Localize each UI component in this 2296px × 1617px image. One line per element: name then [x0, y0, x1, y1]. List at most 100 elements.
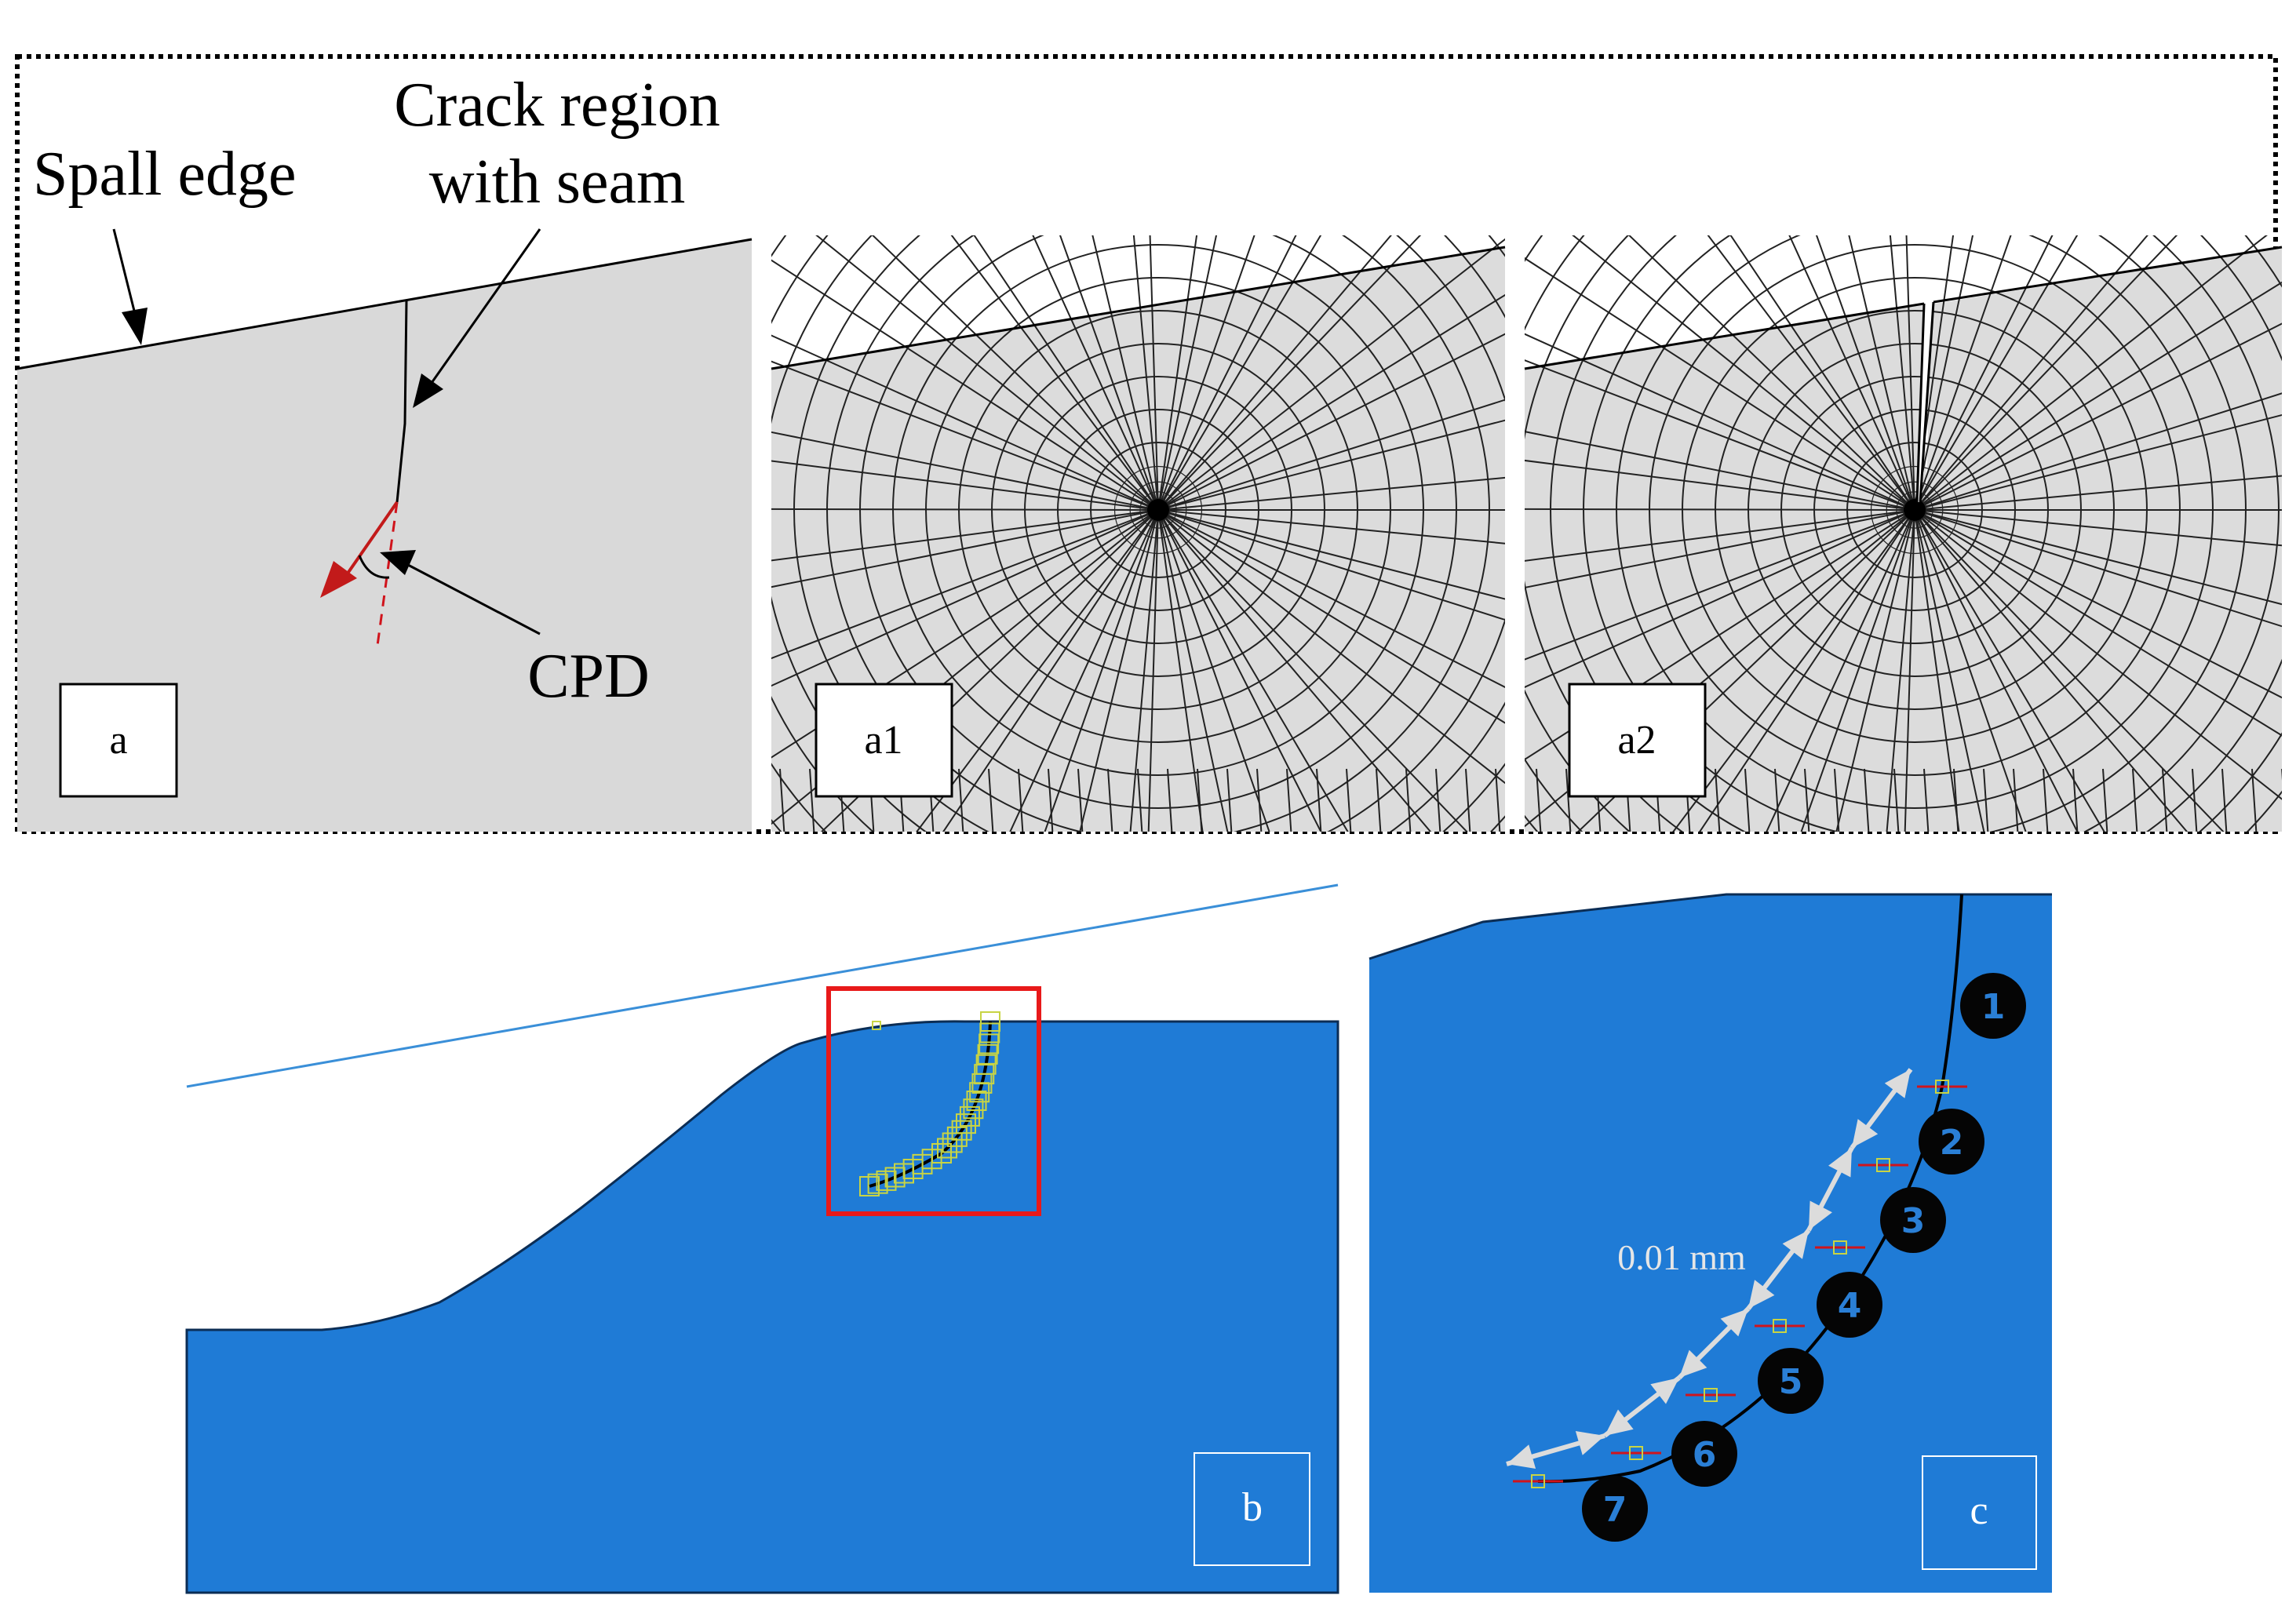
- seed-marker: [963, 1098, 984, 1120]
- panel-a2-mesh-edge: [1893, 768, 1900, 832]
- panel-a1-mesh-spoke: [1157, 509, 1322, 832]
- crack-region-label-line2: with seam: [429, 147, 686, 217]
- panel-a1-mesh-spoke: [815, 235, 1159, 511]
- panel-a2-mesh-spoke: [1905, 235, 1915, 511]
- panel-a2-mesh-spoke: [1525, 359, 1915, 511]
- panel-a1-mesh-spoke: [1157, 509, 1505, 785]
- panel-a1-mesh-spoke: [1129, 509, 1159, 832]
- panel-a1-mesh-edge: [1405, 768, 1412, 832]
- panel-a1-mesh-spoke: [1157, 509, 1204, 832]
- seed-marker: [959, 1105, 980, 1127]
- panel-a1-mesh-edge: [1256, 768, 1263, 832]
- panel-a1-mesh-spoke: [1032, 235, 1159, 511]
- panel-a2-mesh-spoke: [1627, 235, 1915, 511]
- panel-a2-mesh-spoke: [1729, 235, 1915, 511]
- crack-region-highlight-box: [826, 986, 1041, 1216]
- panel-b-tag-box: [1194, 1452, 1310, 1566]
- panel-c-tag-box: [1922, 1455, 2037, 1570]
- panel-a1-mesh-spoke: [1157, 235, 1322, 511]
- panel-a1-mesh-spoke: [1149, 235, 1159, 511]
- panel-a2-mesh-spoke: [1525, 459, 1915, 511]
- panel-a2-mesh-spoke: [1914, 235, 2268, 511]
- spall-edge-pointer: [112, 228, 137, 315]
- panel-a1-crack-tip: [1147, 499, 1169, 521]
- spacing-arrowhead: [1852, 1119, 1879, 1148]
- panel-a2-seam-left: [1915, 303, 1926, 503]
- panel-a2-mesh-spoke: [1914, 235, 2178, 511]
- panel-a2-mesh-edge: [1923, 768, 1930, 832]
- step-marker-label: 4: [1838, 1286, 1862, 1326]
- panel-a1-mesh-spoke: [771, 431, 1159, 511]
- panel-a2-tag-box: [1568, 683, 1707, 798]
- spacing-arrowhead: [1575, 1431, 1605, 1455]
- spacing-arrowhead: [1605, 1409, 1634, 1436]
- panel-a1-mesh-edge: [958, 768, 964, 832]
- panel-a2-mesh-edge: [2281, 769, 2282, 781]
- seed-marker: [937, 1138, 958, 1159]
- panel-a2-mesh-edge: [2132, 768, 2138, 832]
- panel-b-seed-top: [872, 1021, 881, 1030]
- panel-a2-mesh-spoke: [1914, 509, 2282, 737]
- panel-a1-mesh-spoke: [1157, 509, 1505, 544]
- crack-extension-dashed: [375, 501, 399, 652]
- step-marker-label: 2: [1940, 1123, 1964, 1163]
- cpd-pointer-head: [380, 550, 416, 575]
- panel-c-node-ticks: [1513, 1080, 1967, 1488]
- panel-a1-mesh-spoke: [771, 334, 1159, 511]
- step-marker-5: [1758, 1348, 1824, 1414]
- panel-a2-mesh-spoke: [1707, 235, 1915, 511]
- cpd-pointer: [407, 563, 541, 636]
- panel-a1-mesh-edge: [1376, 768, 1382, 832]
- cpd-direction-arrow: [342, 501, 399, 581]
- panel-a1-mesh-edge: [779, 768, 785, 832]
- panel-a1-mesh-spoke: [1157, 509, 1505, 621]
- panel-a2-mesh-edge: [2043, 768, 2049, 832]
- panel-a2-mesh-edge: [1565, 768, 1572, 832]
- panel-a1-mesh-spoke: [1157, 293, 1505, 511]
- step-marker-3: [1880, 1187, 1946, 1253]
- panel-a1-mesh-spoke: [1157, 333, 1505, 511]
- panel-a2-mesh-edge: [1834, 768, 1840, 832]
- step-marker-2: [1919, 1109, 1984, 1175]
- seed-marker: [867, 1173, 888, 1194]
- panel-a2-mesh-spoke: [1914, 509, 2079, 832]
- panel-a1-mesh-spoke: [871, 235, 1159, 511]
- panel-a2-mesh-spoke: [1914, 509, 1985, 832]
- panel-a1-mesh-spoke: [1157, 509, 1505, 689]
- cpd-angle-arc: [358, 555, 390, 579]
- panel-a1-tag: a1: [864, 718, 902, 763]
- panel-a2-mesh-spoke: [1914, 509, 2105, 832]
- panel-a1-top-edge: [771, 246, 1506, 370]
- panel-a1-mesh-spoke: [1059, 235, 1159, 511]
- panel-a1-mesh-spoke: [771, 509, 1159, 562]
- panel-a1-mesh-spoke: [1157, 509, 1468, 832]
- panel-a1-mesh-edge: [1048, 768, 1054, 832]
- panel-a2-mesh-spoke: [1766, 509, 1915, 832]
- panel-a1-mesh-spoke: [1157, 476, 1505, 511]
- panel-a1-mesh-spoke: [771, 508, 1159, 511]
- step-marker-label: 3: [1901, 1201, 1926, 1241]
- spall-edge-pointer-head: [122, 308, 148, 345]
- panel-a2-mesh-spoke: [1525, 333, 1915, 511]
- panel-a1-mesh-spoke: [1044, 509, 1159, 832]
- panel-a2-mesh-spoke: [1914, 322, 2282, 511]
- panel-a2-mesh-edge: [1864, 768, 1870, 832]
- spacing-arrowhead: [1650, 1378, 1679, 1404]
- node-seed: [1935, 1080, 1949, 1094]
- panel-a1-mesh-spoke: [1092, 235, 1159, 511]
- spall-edge-label: Spall edge: [33, 140, 296, 209]
- panel-a2-mesh-spoke: [1914, 235, 2079, 511]
- panel-a1-mesh-spoke: [1157, 399, 1505, 511]
- panel-a2-mesh-edge: [2221, 768, 2228, 832]
- panel-a2-seam-right: [1919, 301, 1935, 503]
- panel-a2-mesh-spoke: [1914, 509, 2282, 800]
- panel-a2-mesh-spoke: [1835, 509, 1915, 832]
- panel-a2-mesh-spoke: [1914, 281, 2282, 511]
- panel-a-tag: a: [109, 718, 127, 763]
- step-marker-7: [1582, 1476, 1648, 1542]
- spacing-label: 0.01 mm: [1617, 1237, 1746, 1277]
- panel-a2-mesh-spoke: [1889, 235, 1915, 511]
- panel-a2-mesh-edge: [1983, 768, 1989, 832]
- panel-a2-mesh-spoke: [1914, 475, 2282, 511]
